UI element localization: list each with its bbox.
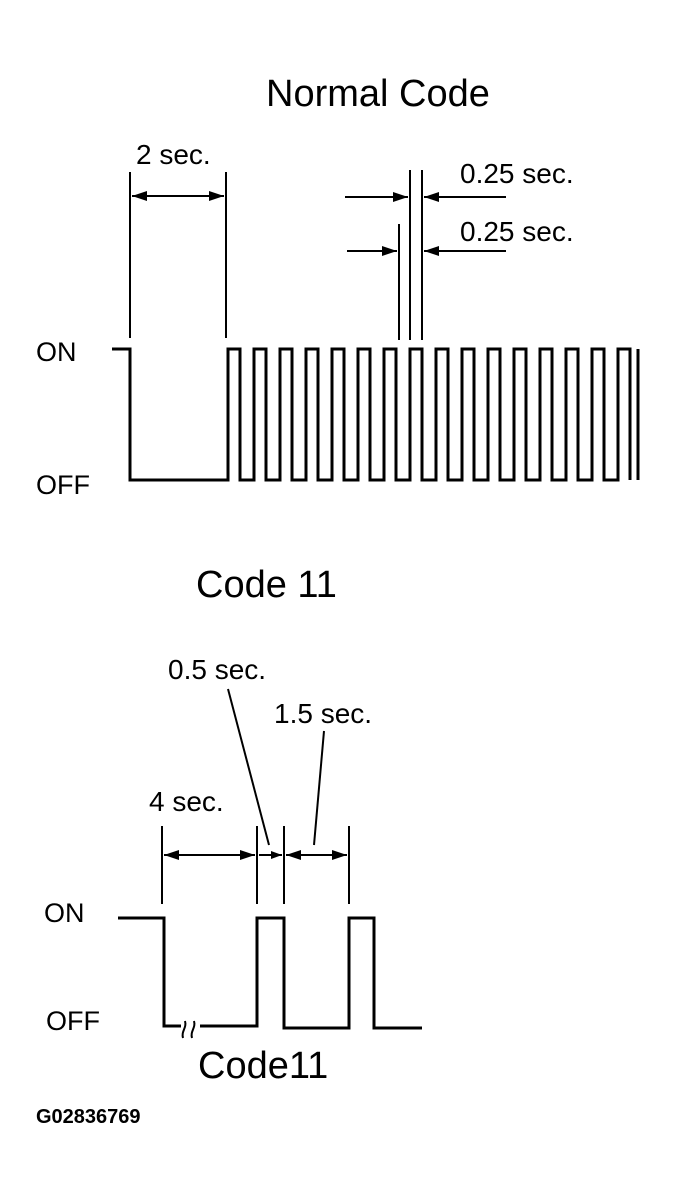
dimension-high-pulse: 0.25 sec.	[345, 158, 574, 340]
normal-code-section: Normal Code ON OFF 2 sec. 0.25 sec.	[36, 73, 640, 500]
normal-on-label: ON	[36, 337, 77, 367]
pulse-on-label: 0.5 sec.	[168, 654, 266, 685]
normal-code-waveform	[112, 347, 640, 482]
code11-off-label: OFF	[46, 1006, 100, 1036]
initial-off-label: 4 sec.	[149, 786, 224, 817]
code11-on-label: ON	[44, 898, 85, 928]
figure-id: G02836769	[36, 1106, 141, 1128]
dimension-low-pulse: 0.25 sec.	[347, 216, 574, 340]
code-11-section: Code 11 ON OFF 4 sec. 0.5 s	[44, 564, 422, 1087]
normal-off-label: OFF	[36, 470, 90, 500]
high-pulse-label: 0.25 sec.	[460, 158, 574, 189]
dimension-pulse: 0.5 sec. 1.5 sec.	[168, 654, 372, 860]
time-break-mark	[181, 1020, 196, 1039]
off-period-label: 2 sec.	[136, 139, 211, 170]
dimension-4-sec: 4 sec.	[149, 786, 255, 860]
code-11-title: Code 11	[196, 564, 337, 606]
gap-off-label: 1.5 sec.	[274, 698, 372, 729]
code-11-waveform	[118, 916, 422, 1030]
normal-code-title: Normal Code	[266, 73, 490, 115]
dimension-2-sec: 2 sec.	[129, 139, 227, 338]
low-pulse-label: 0.25 sec.	[460, 216, 574, 247]
code-11-caption: Code11	[198, 1045, 328, 1087]
